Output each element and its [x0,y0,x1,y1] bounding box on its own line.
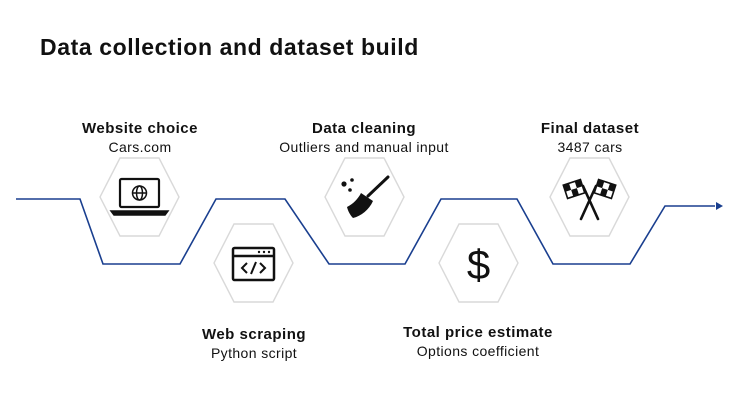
step-web-scraping: Web scraping Python script [134,326,374,362]
step-subtitle: Cars.com [108,139,172,155]
step-subtitle: 3487 cars [557,139,623,155]
page-title: Data collection and dataset build [40,34,419,60]
step-data-cleaning: Data cleaning Outliers and manual input [244,120,484,156]
dollar-icon: $ [467,241,490,288]
step-title: Website choice [82,120,198,137]
hexagon-total-price [438,223,519,303]
step-title: Final dataset [540,120,640,137]
hexagon-final-dataset [549,157,630,237]
step-subtitle: Options coefficient [416,343,540,359]
step-title: Data cleaning [311,120,417,137]
step-final-dataset: Final dataset 3487 cars [470,120,710,156]
broom-icon [341,175,390,218]
flow-line [16,198,715,265]
step-title: Web scraping [201,326,307,343]
laptop-globe-icon [109,177,170,216]
code-browser-icon [231,246,276,282]
step-title: Total price estimate [403,324,553,341]
hexagon-website-choice [99,157,180,237]
step-total-price-estimate: Total price estimate Options coefficient [358,324,598,360]
step-website-choice: Website choice Cars.com [20,120,260,156]
flow-arrowhead [716,202,723,210]
checkered-flags-icon [562,178,617,221]
step-subtitle: Outliers and manual input [279,139,449,155]
step-subtitle: Python script [210,345,298,361]
hexagon-web-scraping [213,223,294,303]
